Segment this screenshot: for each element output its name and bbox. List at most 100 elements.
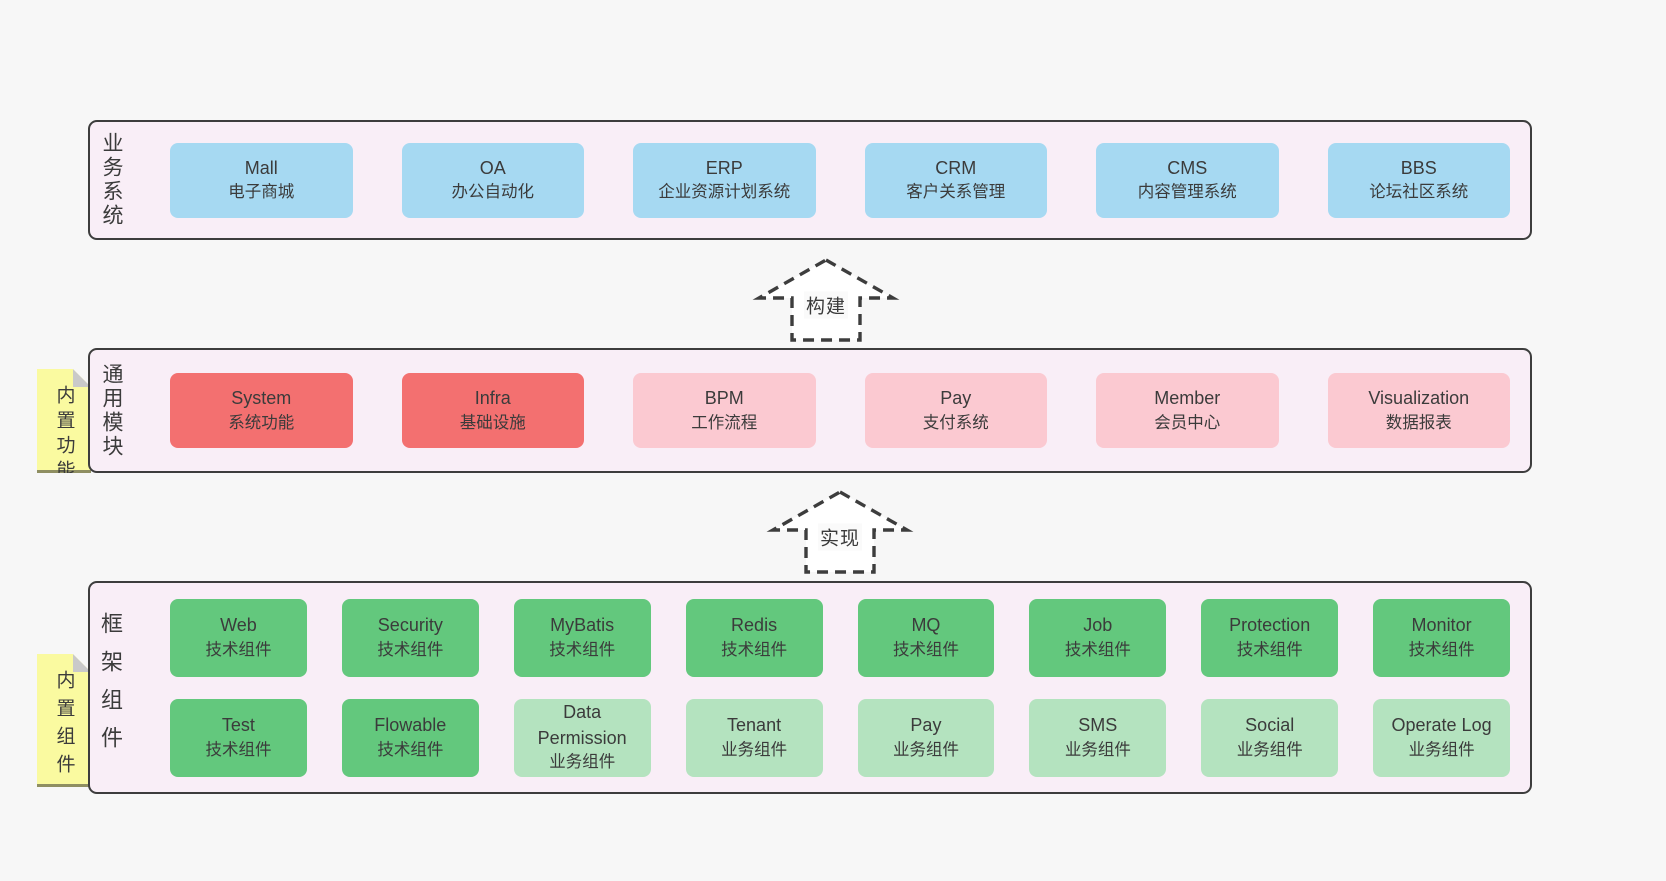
box-title: MyBatis: [550, 615, 615, 636]
box-title: Pay: [910, 715, 942, 736]
box-test: Test 技术组件: [170, 698, 307, 777]
box-subtitle: 业务组件: [721, 740, 788, 759]
box-mall: Mall 电子商城: [170, 142, 353, 218]
box-title: Tenant: [727, 715, 782, 736]
box-subtitle: 业务组件: [549, 753, 616, 772]
box-title: Web: [220, 615, 257, 636]
box-pay: Pay 业务组件: [857, 698, 995, 777]
box-title: CRM: [935, 157, 977, 178]
box-title: Monitor: [1411, 615, 1472, 636]
box-subtitle: 基础设施: [459, 413, 526, 432]
box-subtitle: 技术组件: [892, 640, 959, 659]
box-title: Job: [1083, 615, 1113, 636]
box-title: Social: [1245, 715, 1295, 736]
business-systems-boxes: Mall 电子商城 OA 办公自动化 ERP 企业资源计划系统 CRM 客户关系管理 CMS 内容…: [148, 122, 1530, 238]
box-subtitle: 客户关系管理: [906, 183, 1006, 202]
layer-business-systems: 业务系统 Mall 电子商城 OA 办公自动化 ERP 企业资源计划系统 CRM 客户关系管理…: [88, 120, 1532, 240]
box-subtitle: 系统功能: [228, 413, 295, 432]
box-title: MQ: [911, 615, 941, 636]
box-title: BPM: [704, 388, 744, 409]
box-cms: CMS 内容管理系统: [1096, 142, 1279, 218]
box-job: Job 技术组件: [1029, 598, 1167, 677]
box-subtitle: 论坛社区系统: [1369, 183, 1469, 202]
box-subtitle: 业务组件: [1064, 740, 1131, 759]
sticky-note-text: 内置功能: [53, 385, 75, 485]
arrow-implement-label: 实现: [817, 523, 863, 551]
box-visualization: Visualization 数据报表: [1327, 373, 1510, 448]
box-subtitle: 企业资源计划系统: [658, 183, 791, 202]
box-flowable: Flowable 技术组件: [341, 698, 479, 777]
box-bpm: BPM 工作流程: [633, 373, 816, 448]
box-title: Test: [221, 715, 255, 736]
box-pay: Pay 支付系统: [864, 373, 1047, 448]
box-tenant: Tenant 业务组件: [685, 698, 823, 777]
box-subtitle: 技术组件: [1236, 640, 1303, 659]
box-title: System: [231, 388, 292, 409]
box-title: ERP: [705, 157, 743, 178]
box-operate-log: Operate Log 业务组件: [1373, 698, 1510, 777]
box-title: Mall: [244, 157, 278, 178]
box-title: CMS: [1167, 157, 1208, 178]
box-subtitle: 业务组件: [1408, 740, 1475, 759]
box-subtitle: 数据报表: [1385, 413, 1452, 432]
box-subtitle: 业务组件: [1236, 740, 1303, 759]
box-subtitle: 办公自动化: [451, 183, 535, 202]
box-security: Security 技术组件: [341, 598, 479, 677]
box-subtitle: 技术组件: [377, 740, 444, 759]
box-bbs: BBS 论坛社区系统: [1327, 142, 1510, 218]
box-subtitle: 技术组件: [377, 640, 444, 659]
box-protection: Protection 技术组件: [1201, 598, 1339, 677]
box-sms: SMS 业务组件: [1029, 698, 1167, 777]
sticky-note-built-in-components: 内置组件: [37, 654, 91, 787]
layer-label-components: 框架组件: [98, 611, 123, 764]
box-member: Member 会员中心: [1096, 373, 1279, 448]
box-system: System 系统功能: [170, 373, 353, 448]
arrow-build-label: 构建: [803, 291, 849, 319]
box-subtitle: 电子商城: [228, 183, 295, 202]
box-subtitle: 内容管理系统: [1137, 183, 1237, 202]
layer-label-business: 业务系统: [100, 132, 123, 228]
box-title: Operate Log: [1391, 715, 1492, 736]
box-subtitle: 技术组件: [549, 640, 616, 659]
sticky-note-built-in-features: 内置功能: [37, 369, 91, 473]
box-monitor: Monitor 技术组件: [1373, 598, 1510, 677]
arrow-implement: 实现: [766, 489, 914, 575]
box-title: Data Permission: [537, 702, 627, 748]
box-subtitle: 技术组件: [1064, 640, 1131, 659]
box-subtitle: 技术组件: [205, 640, 272, 659]
box-title: Flowable: [374, 715, 447, 736]
box-title: Redis: [731, 615, 778, 636]
box-title: Security: [377, 615, 443, 636]
box-subtitle: 技术组件: [1408, 640, 1475, 659]
box-subtitle: 支付系统: [922, 413, 989, 432]
box-title: OA: [479, 157, 506, 178]
layer-label-modules: 通用模块: [100, 362, 123, 459]
box-erp: ERP 企业资源计划系统: [633, 142, 816, 218]
box-title: BBS: [1400, 157, 1437, 178]
box-subtitle: 技术组件: [721, 640, 788, 659]
box-title: Visualization: [1368, 388, 1470, 409]
box-crm: CRM 客户关系管理: [864, 142, 1047, 218]
box-oa: OA 办公自动化: [401, 142, 584, 218]
box-subtitle: 技术组件: [205, 740, 272, 759]
arrow-build: 构建: [752, 257, 900, 343]
box-subtitle: 会员中心: [1154, 413, 1221, 432]
box-web: Web 技术组件: [170, 598, 307, 677]
box-mq: MQ 技术组件: [857, 598, 995, 677]
box-social: Social 业务组件: [1201, 698, 1339, 777]
box-subtitle: 工作流程: [691, 413, 758, 432]
box-redis: Redis 技术组件: [685, 598, 823, 677]
box-subtitle: 业务组件: [892, 740, 959, 759]
box-title: Pay: [940, 388, 972, 409]
box-title: SMS: [1078, 715, 1118, 736]
box-title: Protection: [1229, 615, 1311, 636]
box-mybatis: MyBatis 技术组件: [513, 598, 651, 677]
box-data-permission: Data Permission 业务组件: [513, 698, 651, 777]
box-title: Member: [1154, 388, 1221, 409]
